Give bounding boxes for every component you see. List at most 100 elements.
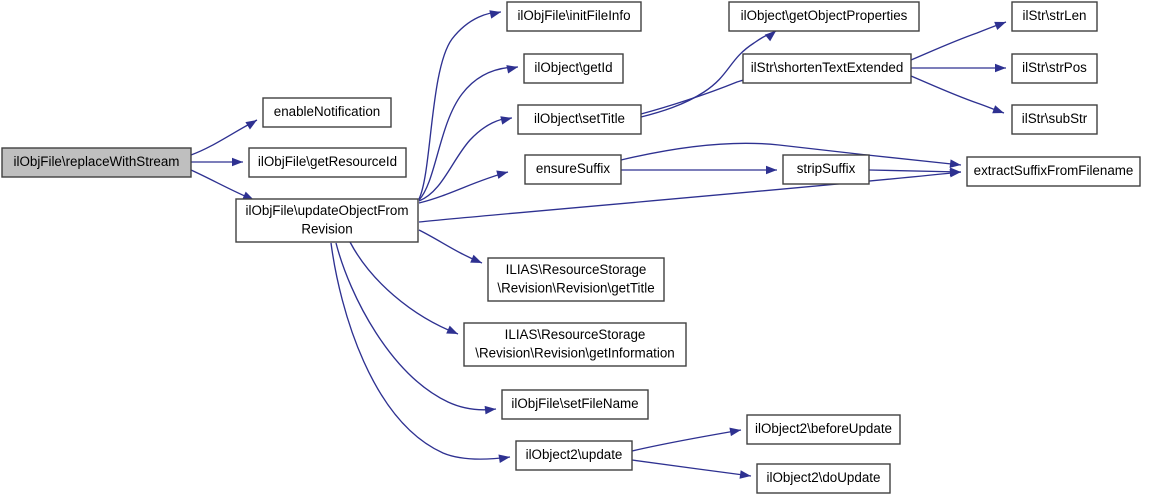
node-label: Revision <box>301 221 352 236</box>
node-box <box>517 104 642 135</box>
node-box <box>782 154 870 185</box>
node-label: ilObjFile\setFileName <box>511 396 638 411</box>
arrowhead-icon <box>506 65 518 74</box>
edge-updateObjectFromRevision-to-revisionGetInformation <box>349 241 459 335</box>
node-box <box>746 414 901 445</box>
node-box <box>1011 1 1098 32</box>
node-getObjectProperties[interactable]: ilObject\getObjectProperties <box>728 1 920 32</box>
arrowhead-icon <box>949 159 961 168</box>
node-label: ilObjFile\getResourceId <box>258 154 397 169</box>
node-box <box>524 154 622 185</box>
node-getResourceId[interactable]: ilObjFile\getResourceId <box>248 147 407 178</box>
node-setFileName[interactable]: ilObjFile\setFileName <box>501 389 649 420</box>
node-box <box>248 147 407 178</box>
node-label: ilObject2\beforeUpdate <box>755 421 892 436</box>
arrowhead-icon <box>500 116 512 125</box>
arrowhead-icon <box>245 120 257 130</box>
node-label: ilStr\shortenTextExtended <box>751 60 904 75</box>
edge-updateObjectFromRevision-to-update <box>330 242 511 460</box>
node-label: stripSuffix <box>797 161 856 176</box>
arrowhead-icon <box>498 454 510 463</box>
node-label: extractSuffixFromFilename <box>974 163 1134 178</box>
node-box <box>728 1 920 32</box>
node-box <box>235 198 419 243</box>
node-box <box>487 257 665 302</box>
node-shortenTextExtended[interactable]: ilStr\shortenTextExtended <box>742 53 912 84</box>
node-box <box>515 440 633 471</box>
arrowhead-icon <box>949 167 961 177</box>
node-stripSuffix[interactable]: stripSuffix <box>782 154 870 185</box>
edge-updateObjectFromRevision-to-setTitle <box>418 117 513 202</box>
node-label: ILIAS\ResourceStorage <box>505 327 646 342</box>
arrowhead-icon <box>242 191 254 200</box>
edge-updateObjectFromRevision-to-initFileInfo <box>418 11 502 200</box>
node-box <box>523 53 624 84</box>
node-strPos[interactable]: ilStr\strPos <box>1011 53 1098 84</box>
edge-update-to-doUpdate <box>631 459 752 477</box>
node-box <box>463 322 687 367</box>
node-subStr[interactable]: ilStr\subStr <box>1011 104 1098 135</box>
edge-shortenTextExtended-to-strLen <box>910 21 1007 61</box>
node-setTitle[interactable]: ilObject\setTitle <box>517 104 642 135</box>
edge-shortenTextExtended-to-subStr <box>910 75 1005 114</box>
node-replaceWithStream[interactable]: ilObjFile\replaceWithStream <box>1 147 192 178</box>
arrowhead-icon <box>764 31 776 42</box>
node-update[interactable]: ilObject2\update <box>515 440 633 471</box>
node-ensureSuffix[interactable]: ensureSuffix <box>524 154 622 185</box>
edge-updateObjectFromRevision-to-ensureSuffix <box>418 171 509 204</box>
arrowhead-icon <box>992 105 1004 114</box>
node-label: ilObjFile\updateObjectFrom <box>246 203 409 218</box>
arrowhead-icon <box>232 157 243 167</box>
arrowhead-icon <box>739 470 751 479</box>
arrowhead-icon <box>994 21 1006 30</box>
node-box <box>262 97 392 128</box>
node-revisionGetTitle[interactable]: ILIAS\ResourceStorage \Revision\Revision\… <box>487 257 665 302</box>
node-box <box>966 156 1141 187</box>
node-label: ilStr\strLen <box>1023 8 1087 23</box>
node-label: ilObject2\doUpdate <box>767 470 881 485</box>
edge-updateObjectFromRevision-to-setFileName <box>335 242 497 411</box>
edge-stripSuffix-to-extractSuffixFromFilename <box>868 169 962 173</box>
node-label: ilObject2\update <box>526 447 623 462</box>
node-box <box>1011 104 1098 135</box>
arrowhead-icon <box>496 170 508 179</box>
node-label: ilObjFile\replaceWithStream <box>14 154 180 169</box>
node-beforeUpdate[interactable]: ilObject2\beforeUpdate <box>746 414 901 445</box>
node-label: ilStr\strPos <box>1022 60 1087 75</box>
node-label: ilObjFile\initFileInfo <box>517 8 630 23</box>
arrowhead-icon <box>446 325 458 334</box>
node-initFileInfo[interactable]: ilObjFile\initFileInfo <box>506 1 642 32</box>
node-extractSuffixFromFilename[interactable]: extractSuffixFromFilename <box>966 156 1141 187</box>
arrowhead-icon <box>489 10 501 19</box>
edge-setTitle-to-getObjectProperties <box>640 30 777 118</box>
arrowhead-icon <box>470 254 482 263</box>
node-box <box>1 147 192 178</box>
node-enableNotification[interactable]: enableNotification <box>262 97 392 128</box>
node-doUpdate[interactable]: ilObject2\doUpdate <box>756 463 891 494</box>
node-box <box>506 1 642 32</box>
node-label: ilObject\getId <box>534 60 612 75</box>
node-label: \Revision\Revision\getInformation <box>475 345 674 360</box>
node-label: ensureSuffix <box>536 161 610 176</box>
node-label: enableNotification <box>274 104 380 119</box>
edge-update-to-beforeUpdate <box>631 429 742 452</box>
edge-updateObjectFromRevision-to-getId <box>418 66 519 201</box>
node-box <box>501 389 649 420</box>
arrowhead-icon <box>766 165 777 175</box>
edge-ensureSuffix-to-extractSuffixFromFilename <box>620 142 962 166</box>
node-box <box>742 53 912 84</box>
node-label: ILIAS\ResourceStorage <box>506 262 647 277</box>
edge-replaceWithStream-to-enableNotification <box>190 119 258 156</box>
node-label: ilObject\getObjectProperties <box>741 8 908 23</box>
node-revisionGetInformation[interactable]: ILIAS\ResourceStorage \Revision\Revision\… <box>463 322 687 367</box>
arrowhead-icon <box>729 427 741 437</box>
node-label: ilObject\setTitle <box>534 111 625 126</box>
node-strLen[interactable]: ilStr\strLen <box>1011 1 1098 32</box>
node-label: \Revision\Revision\getTitle <box>497 280 654 295</box>
node-getId[interactable]: ilObject\getId <box>523 53 624 84</box>
arrowhead-icon <box>995 63 1006 73</box>
